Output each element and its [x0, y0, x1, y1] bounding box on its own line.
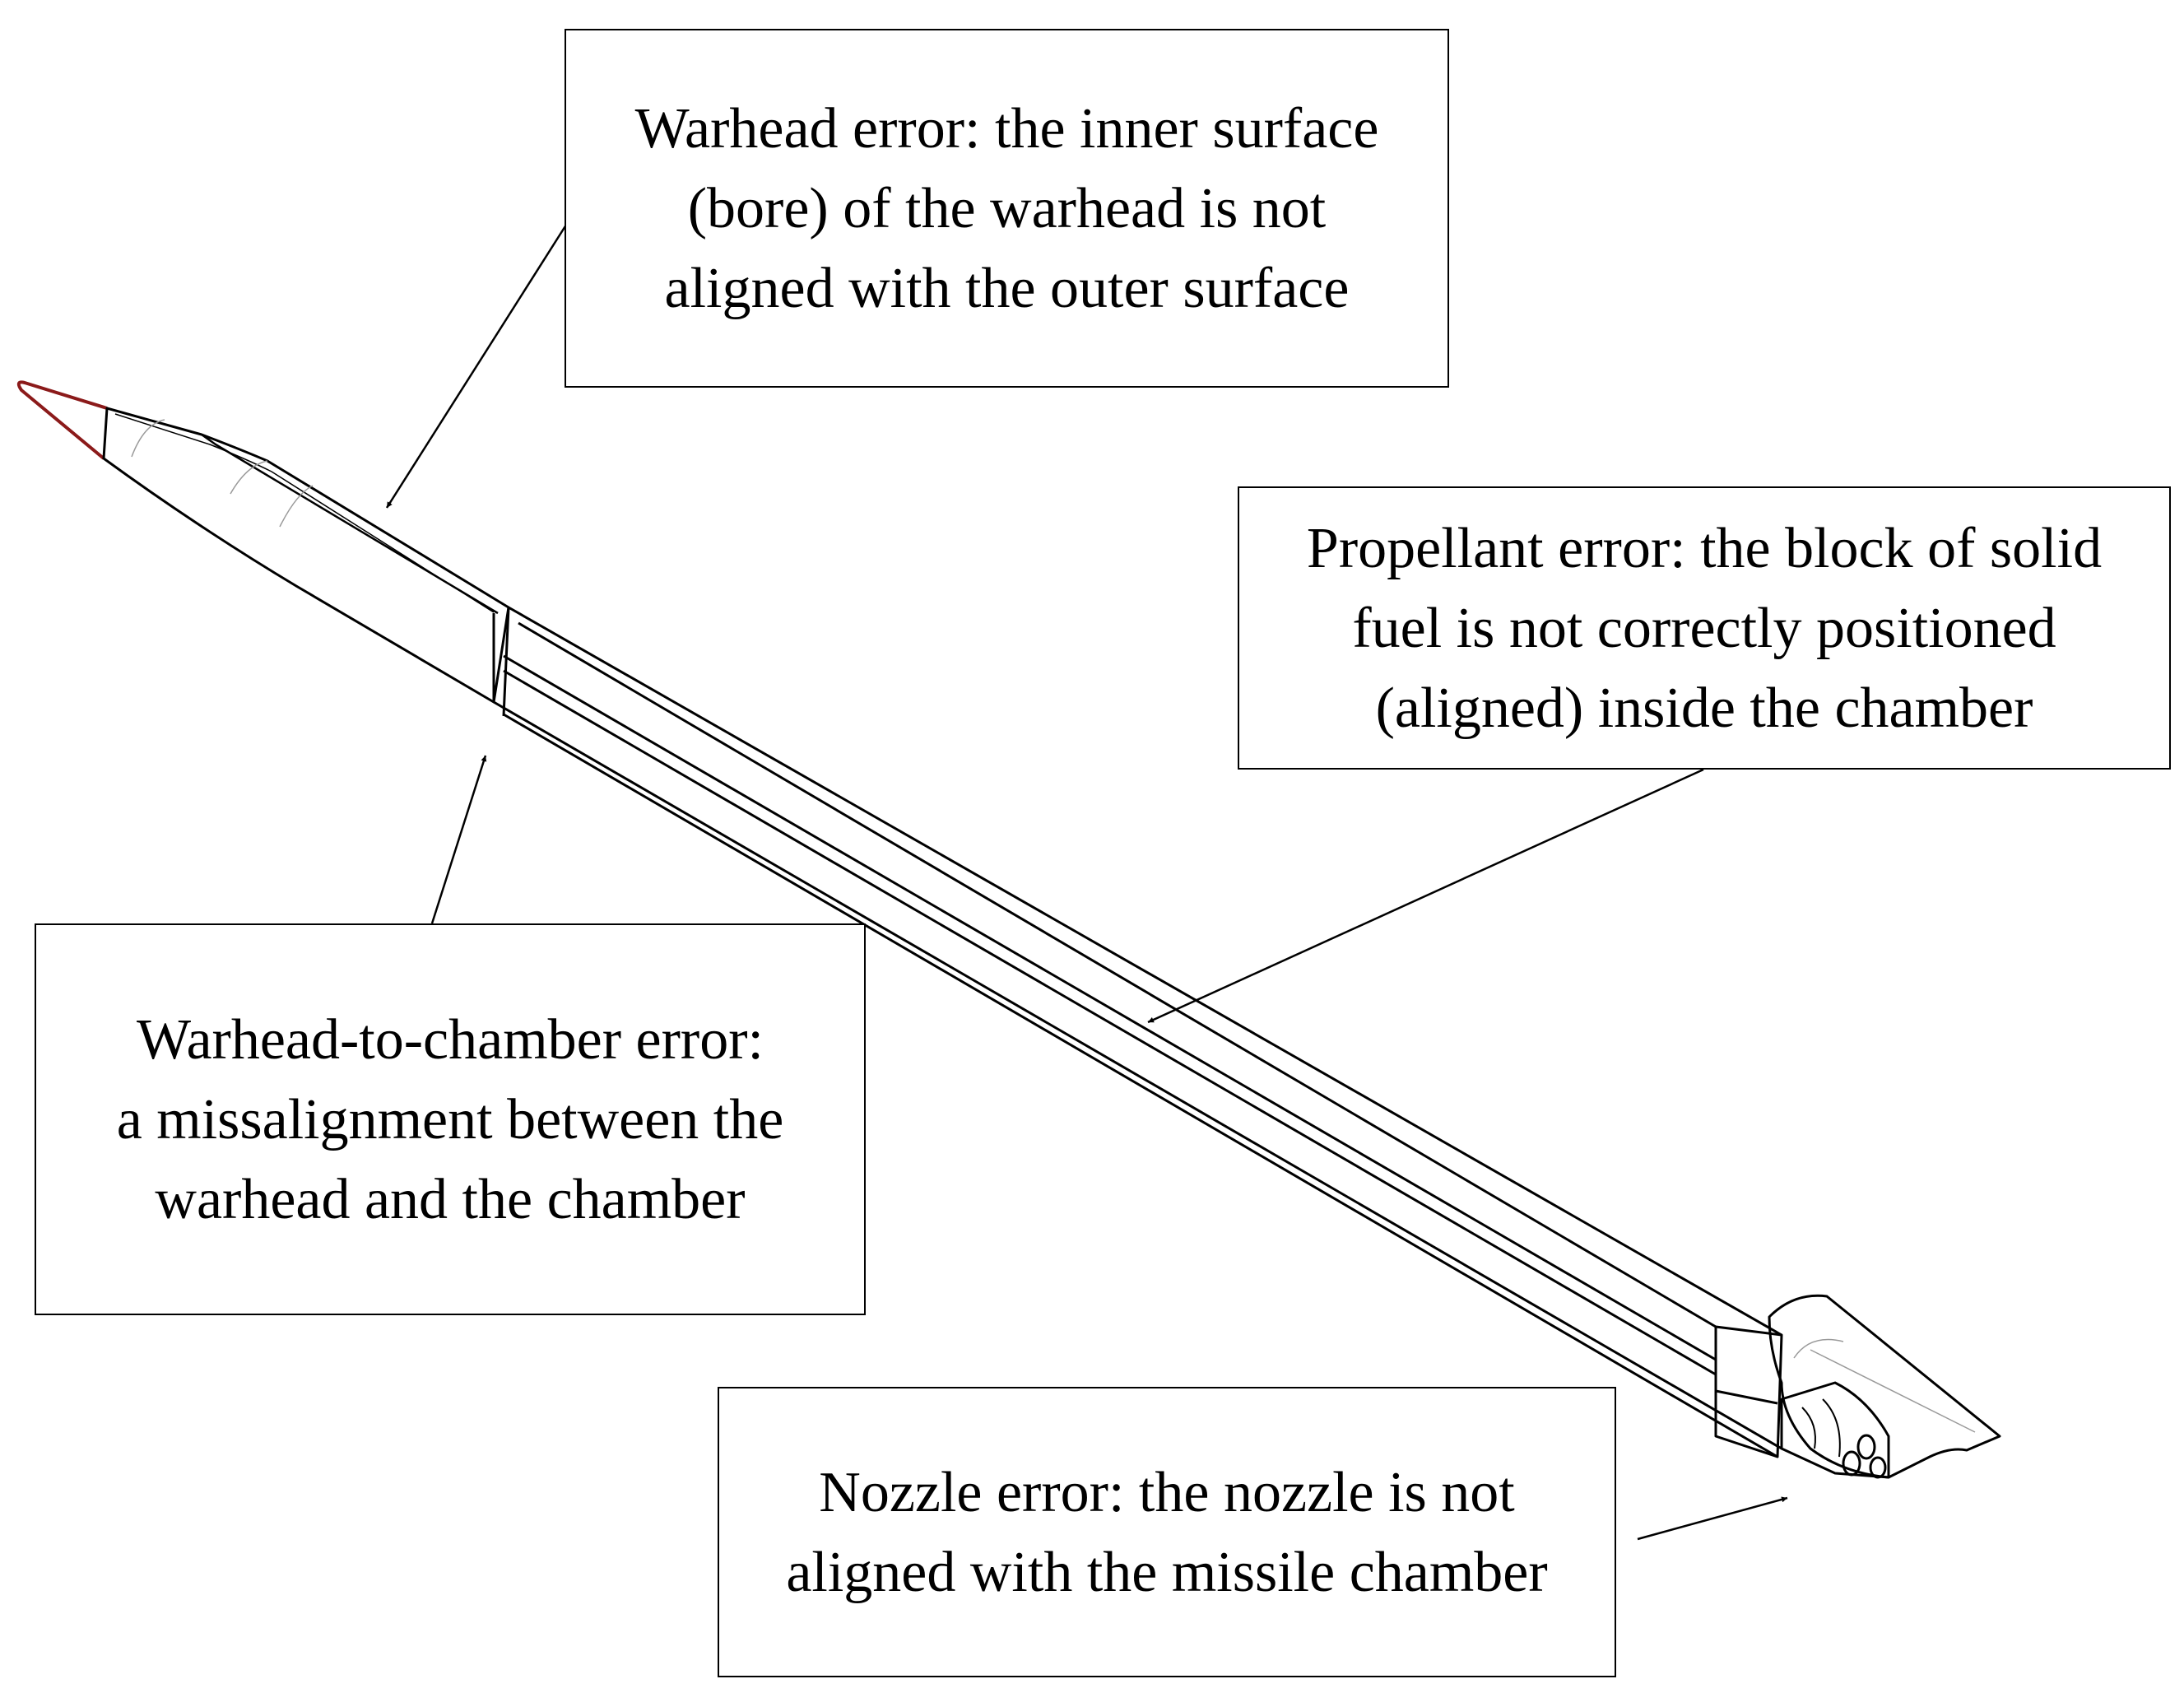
warhead-shell: [102, 407, 510, 704]
warhead-chamber-joint: [492, 607, 510, 717]
nozzle-vanes: [1801, 1398, 1841, 1458]
callout-warhead-text: Warhead error: the inner surface (bore) …: [635, 89, 1379, 328]
chamber-bottom-edge: [493, 700, 1782, 1450]
callout-propellant-error: Propellant error: the block of solid fue…: [1238, 486, 2171, 770]
callout-line: (bore) of the warhead is not: [687, 176, 1327, 240]
missile-body: [16, 380, 2001, 1479]
callout-line: (aligned) inside the chamber: [1375, 676, 2033, 740]
nozzle-port-2: [1842, 1450, 1861, 1477]
callout-nozzle-error: Nozzle error: the nozzle is not aligned …: [718, 1387, 1616, 1677]
callout-line: Propellant error: the block of solid: [1306, 516, 2103, 580]
callout-nozzle-text: Nozzle error: the nozzle is not aligned …: [786, 1453, 1547, 1612]
callout-warhead-error: Warhead error: the inner surface (bore) …: [565, 29, 1449, 388]
chamber-top-edge: [508, 606, 1782, 1337]
nozzle-port-3: [1869, 1456, 1887, 1479]
nose-tip: [16, 380, 108, 460]
callout-line: fuel is not correctly positioned: [1352, 596, 2056, 660]
nozzle-hidden: [1793, 1338, 1976, 1433]
chamber-top-edge-2: [518, 621, 1717, 1328]
leader-arrows: [385, 221, 1788, 1541]
aft-section: [1714, 1325, 1783, 1458]
callout-line: Warhead-to-chamber error:: [137, 1007, 764, 1072]
chamber-bottom-edge-2: [503, 713, 1778, 1458]
arrow-propellant: [1147, 768, 1704, 1024]
callout-warhead-to-chamber-text: Warhead-to-chamber error: a missalignmen…: [117, 1000, 784, 1240]
callout-propellant-text: Propellant error: the block of solid fue…: [1307, 509, 2102, 748]
callout-line: aligned with the outer surface: [664, 256, 1350, 320]
warhead-ridge: [201, 433, 499, 615]
nozzle-port-1: [1856, 1434, 1876, 1460]
callout-line: Warhead error: the inner surface: [634, 96, 1379, 160]
nozzle-shroud: [1768, 1294, 2001, 1479]
callout-line: warhead and the chamber: [155, 1167, 746, 1231]
warhead-bore-hidden: [131, 419, 314, 528]
chamber-upper-rail-2: [503, 669, 1717, 1376]
chamber-upper-rail: [503, 654, 1717, 1361]
arrow-nozzle: [1637, 1496, 1788, 1541]
arrow-warhead: [385, 221, 569, 509]
callout-warhead-to-chamber-error: Warhead-to-chamber error: a missalignmen…: [35, 923, 866, 1315]
callout-line: a missalignment between the: [116, 1087, 784, 1151]
callout-line: aligned with the missile chamber: [786, 1540, 1548, 1604]
warhead-ridge-inner: [114, 413, 495, 613]
callout-line: Nozzle error: the nozzle is not: [819, 1460, 1515, 1524]
arrow-warhead-to-chamber: [430, 755, 487, 924]
